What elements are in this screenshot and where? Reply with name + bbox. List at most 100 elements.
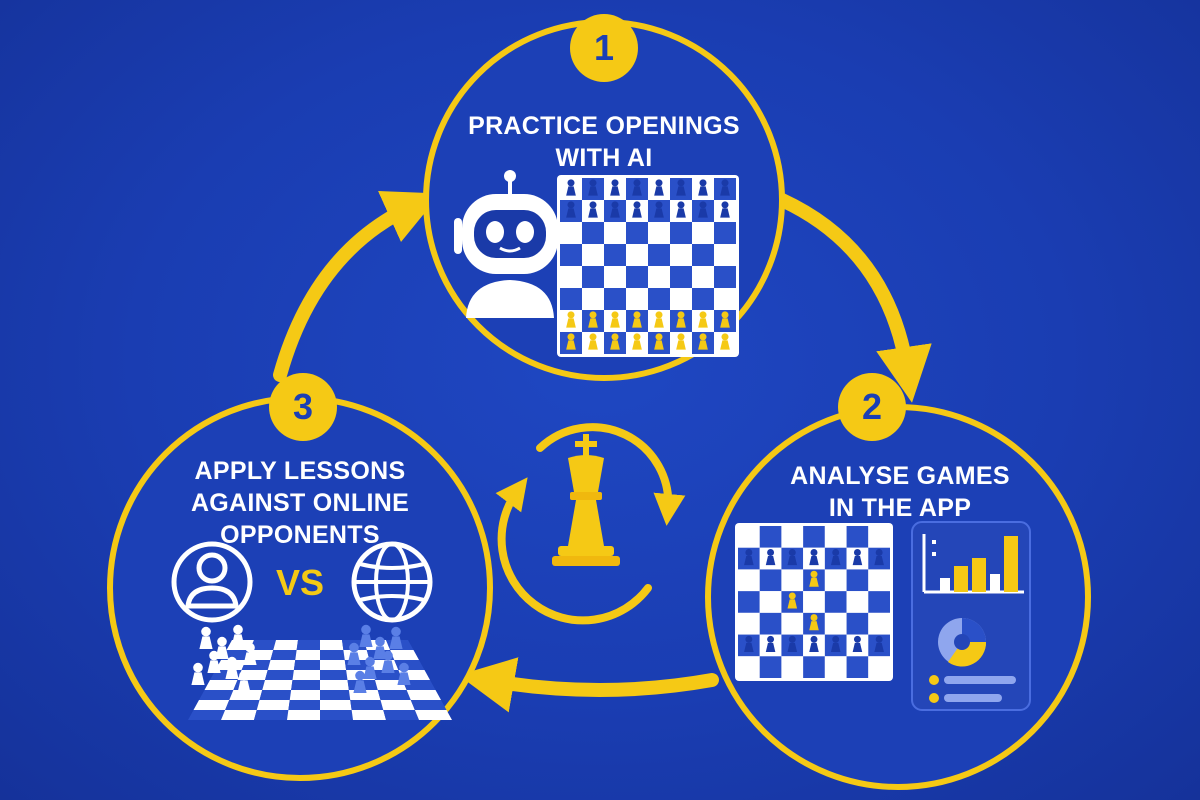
step-3-number: 3 (292, 386, 314, 427)
chess-king-icon (552, 434, 620, 566)
board-square (759, 526, 782, 548)
chess-piece (720, 311, 730, 328)
step-3-badge (269, 373, 337, 441)
board-square (670, 244, 692, 266)
board-square (846, 656, 869, 678)
chess-piece (765, 635, 776, 652)
board-square (293, 660, 320, 670)
step-3-label: APPLY LESSONS AGAINST ONLINE OPPONENTS (145, 455, 455, 551)
chess-piece (654, 311, 664, 328)
board-square (410, 700, 447, 710)
board-square (648, 288, 670, 310)
board-square (225, 700, 260, 710)
chess-piece (698, 201, 708, 218)
board-square (273, 640, 298, 650)
board-square (320, 690, 351, 700)
chess-piece (566, 201, 576, 218)
board-square (738, 569, 760, 592)
step-1-label-line2: WITH AI (555, 144, 653, 172)
board-square (868, 526, 890, 548)
board-square (320, 680, 349, 690)
board-square (320, 650, 345, 660)
board-square (824, 612, 847, 635)
arrow-3-to-1 (273, 190, 441, 382)
board-square (759, 591, 782, 613)
board-square (803, 526, 825, 548)
board-square (270, 650, 297, 660)
step-1-number: 1 (593, 27, 615, 68)
white-piece (207, 650, 221, 673)
board-square (824, 569, 847, 592)
board-square (582, 288, 604, 310)
board-square (560, 244, 582, 266)
board-square (759, 569, 782, 592)
chess-piece (676, 311, 686, 328)
board-square (582, 266, 604, 288)
board-square (626, 244, 648, 266)
chess-piece (765, 549, 776, 566)
board-square (320, 670, 348, 680)
board-square (383, 710, 419, 720)
blue-piece (347, 642, 361, 665)
highlighted-piece (787, 592, 798, 609)
board-square (803, 656, 825, 678)
chess-piece (744, 635, 754, 652)
board-square (262, 680, 293, 690)
board-square (692, 222, 714, 244)
step-1-label-line1: PRACTICE OPENINGS (468, 112, 740, 140)
board-square (256, 700, 290, 710)
board-square (714, 266, 736, 288)
chess-piece (787, 549, 798, 566)
board-square (846, 526, 869, 548)
chess-piece (588, 179, 598, 196)
chess-piece (744, 549, 754, 566)
board-square (377, 690, 411, 700)
white-piece (231, 624, 245, 647)
chess-piece (610, 333, 620, 350)
board-square (267, 660, 296, 670)
step-2-number: 2 (861, 386, 883, 427)
board-square (372, 670, 403, 680)
board-square (320, 700, 352, 710)
board-square (604, 288, 626, 310)
step-1-badge (570, 14, 638, 82)
blue-piece (397, 662, 411, 685)
board-square (759, 612, 782, 635)
step-2-label-line2: IN THE APP (828, 494, 972, 522)
player-avatar-icon (171, 541, 253, 623)
board-square (380, 700, 415, 710)
board-square (781, 569, 804, 592)
chess-piece (720, 201, 730, 218)
practice-chessboard (557, 175, 739, 357)
chess-piece (632, 179, 642, 196)
board-square (406, 690, 441, 700)
board-square (824, 526, 847, 548)
board-square (714, 244, 736, 266)
chess-piece (874, 635, 884, 652)
board-square (287, 710, 320, 720)
board-square (390, 650, 419, 660)
highlighted-piece (809, 614, 819, 631)
board-square (199, 690, 234, 700)
step-3-label-line1: APPLY LESSONS (194, 457, 406, 485)
chess-piece (566, 311, 576, 328)
board-square (204, 680, 238, 690)
white-piece (237, 670, 251, 693)
step-1-label: PRACTICE OPENINGS WITH AI (454, 110, 754, 174)
board-square (295, 650, 320, 660)
board-square (604, 244, 626, 266)
chess-piece (588, 201, 598, 218)
chess-piece (632, 311, 642, 328)
highlighted-piece (809, 570, 819, 587)
chess-piece (852, 635, 863, 652)
board-square (714, 288, 736, 310)
arrow-1-to-2 (775, 193, 932, 403)
chess-piece (566, 179, 576, 196)
board-square (738, 526, 760, 548)
board-square (402, 680, 436, 690)
chess-piece (588, 333, 598, 350)
chess-piece (632, 201, 642, 218)
board-square (288, 700, 320, 710)
board-square (824, 591, 847, 613)
